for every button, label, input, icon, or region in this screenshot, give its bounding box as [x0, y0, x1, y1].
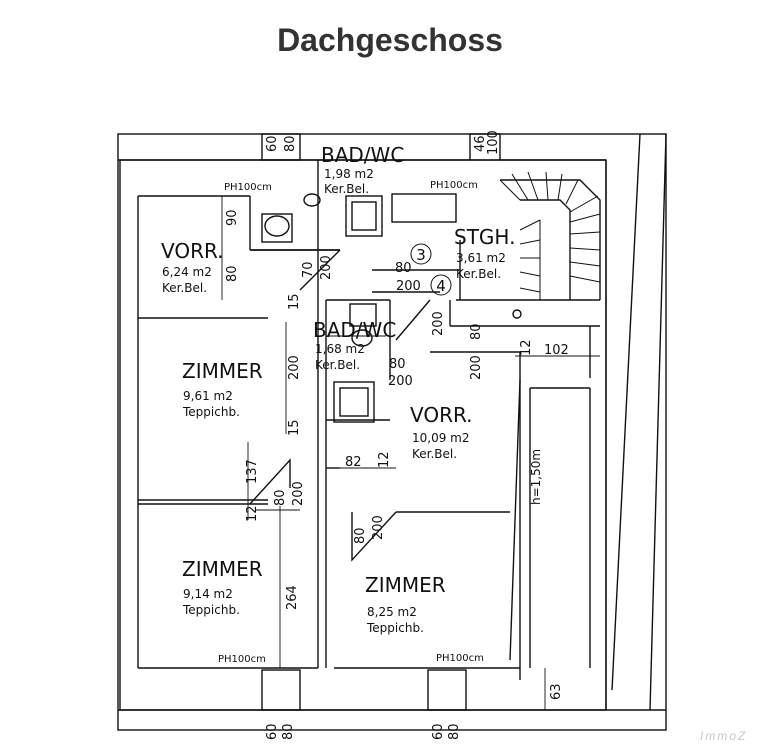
dim-label: 200	[287, 355, 302, 380]
dim-label: 60	[431, 723, 446, 740]
ph-label: PH100cm	[430, 180, 478, 191]
room-area: 1,68 m2	[315, 342, 365, 356]
dim-label: 264	[285, 585, 300, 610]
room-area: 9,14 m2	[183, 587, 233, 601]
room-floor: Teppichb.	[182, 405, 240, 419]
dim-label: 46	[473, 135, 488, 152]
room-area: 10,09 m2	[412, 431, 470, 445]
dim-label: 60	[265, 135, 280, 152]
dim-label: 137	[245, 459, 260, 484]
room-floor: Ker.Bel.	[315, 358, 360, 372]
room-bad-wc-1: BAD/WC 1,98 m2 Ker.Bel.	[321, 143, 404, 196]
dim-label: 80	[353, 527, 368, 544]
ph-label: PH100cm	[224, 182, 272, 193]
room-floor: Teppichb.	[182, 603, 240, 617]
dim-label: 200	[396, 279, 421, 294]
dim-label: 80	[225, 265, 240, 282]
dim-label: 82	[345, 455, 362, 470]
room-area: 1,98 m2	[324, 167, 374, 181]
room-vorr-1: VORR. 6,24 m2 Ker.Bel.	[161, 239, 224, 295]
dim-label: 70	[301, 261, 316, 278]
dim-label: 80	[283, 135, 298, 152]
stair-marker-4: 4	[436, 277, 446, 295]
room-name: VORR.	[410, 403, 473, 427]
dim-label: 102	[544, 343, 569, 358]
room-floor: Teppichb.	[366, 621, 424, 635]
room-name: VORR.	[161, 239, 224, 263]
page-title: Dachgeschoss	[277, 22, 503, 58]
dim-label: 80	[281, 723, 296, 740]
stair-marker-3: 3	[416, 246, 426, 264]
room-bad-wc-2: BAD/WC 1,68 m2 Ker.Bel.	[313, 318, 396, 372]
room-stgh: STGH. 3,61 m2 Ker.Bel.	[454, 225, 515, 281]
room-name: BAD/WC	[321, 143, 404, 167]
dim-label: 200	[371, 515, 386, 540]
room-zimmer-3: ZIMMER 8,25 m2 Teppichb.	[365, 573, 446, 635]
room-name: ZIMMER	[365, 573, 446, 597]
dim-label: 15	[287, 293, 302, 310]
room-name: ZIMMER	[182, 557, 263, 581]
room-area: 8,25 m2	[367, 605, 417, 619]
ph-label: PH100cm	[436, 653, 484, 664]
dim-label: 12	[245, 505, 260, 522]
room-vorr-2: VORR. 10,09 m2 Ker.Bel.	[410, 403, 473, 461]
dim-label: 200	[291, 481, 306, 506]
dim-label: 90	[225, 209, 240, 226]
dim-label: 200	[469, 355, 484, 380]
watermark: ImmoZ	[700, 729, 747, 743]
room-name: BAD/WC	[313, 318, 396, 342]
ph-label: PH100cm	[218, 654, 266, 665]
room-floor: Ker.Bel.	[324, 182, 369, 196]
dim-label: 100	[486, 130, 501, 155]
room-floor: Ker.Bel.	[412, 447, 457, 461]
dim-label: 80	[273, 489, 288, 506]
dim-label: 60	[265, 723, 280, 740]
room-name: ZIMMER	[182, 359, 263, 383]
stair-markers: 3 4	[410, 243, 452, 296]
room-area: 6,24 m2	[162, 265, 212, 279]
dim-label: 80	[389, 357, 406, 372]
room-floor: Ker.Bel.	[162, 281, 207, 295]
vertical-dimensions: 60 80 46 100 90 80 70 200 15 200 15 12 2…	[225, 130, 564, 740]
dim-label: 80	[447, 723, 462, 740]
room-floor: Ker.Bel.	[456, 267, 501, 281]
room-zimmer-2: ZIMMER 9,14 m2 Teppichb.	[182, 557, 263, 617]
room-area: 9,61 m2	[183, 389, 233, 403]
dim-label: 12	[519, 339, 534, 356]
dim-label: 15	[287, 419, 302, 436]
dim-label: 12	[377, 451, 392, 468]
dim-label: 80	[469, 323, 484, 340]
dim-label: 200	[319, 255, 334, 280]
room-name: STGH.	[454, 225, 515, 249]
dim-label: 200	[431, 311, 446, 336]
headroom-label: h=1,50m	[529, 449, 543, 505]
dim-label: 63	[549, 683, 564, 700]
dim-label: 80	[395, 261, 412, 276]
dim-label: 200	[388, 374, 413, 389]
room-area: 3,61 m2	[456, 251, 506, 265]
room-zimmer-1: ZIMMER 9,61 m2 Teppichb.	[182, 359, 263, 419]
walls	[117, 133, 667, 731]
